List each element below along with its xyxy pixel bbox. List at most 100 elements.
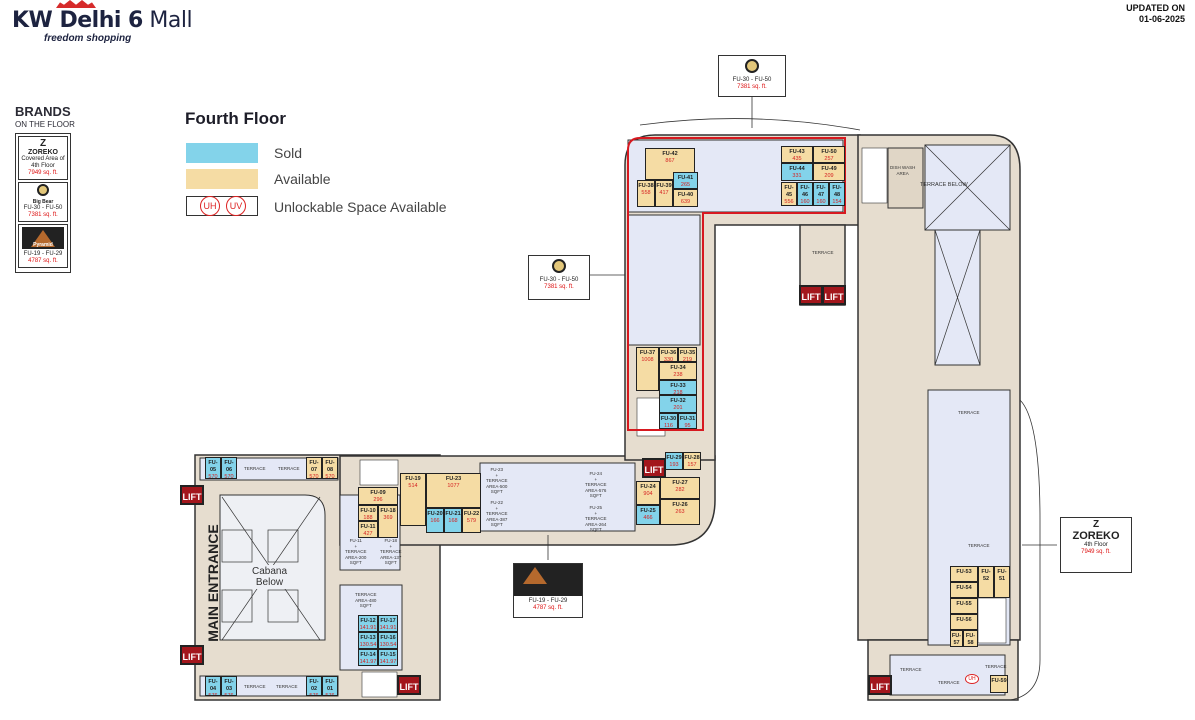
unit-label: FU-49 [821, 166, 837, 172]
unit-area: 296 [373, 497, 383, 503]
terrace-south-east [889, 654, 1006, 696]
callout-big-bear-left[interactable]: FU-30 - FU-50 7381 sq. ft. [528, 255, 590, 300]
unit-area: 514 [408, 483, 418, 489]
unit-fu-55[interactable]: FU-55 [950, 598, 978, 614]
fu11-terrace-label: FU-11 + TERRACE AREA-200 SQFT [345, 538, 367, 565]
unit-area: 193 [669, 462, 679, 468]
unit-area: 257 [824, 156, 834, 162]
big-bear-logo-icon [552, 259, 566, 273]
unit-fu-58[interactable]: FU-58 [963, 630, 978, 647]
callout-pyramid[interactable]: FU-19 - FU-29 4787 sq. ft. [513, 563, 583, 618]
unit-fu-57[interactable]: FU-57 [950, 630, 963, 647]
unit-fu-56[interactable]: FU-56 [950, 614, 978, 630]
unit-area: 219 [682, 357, 693, 362]
unit-label: FU-01 [325, 679, 335, 692]
floor-title: Fourth Floor [185, 109, 287, 128]
unit-label: FU-10 [360, 508, 376, 514]
callout-units: FU-30 - FU-50 [732, 77, 772, 83]
callout-big-bear-top[interactable]: FU-30 - FU-50 7381 sq. ft. [718, 55, 786, 97]
terrace-label: TERRACE [968, 543, 990, 548]
big-bear-outline [627, 137, 846, 431]
unit-area: 570 [208, 474, 218, 479]
unit-area: 218 [673, 390, 683, 395]
callout-zoreko[interactable]: Z ZOREKO 4th Floor 7949 sq. ft. [1060, 517, 1132, 573]
unit-area: 576 [224, 693, 234, 696]
unit-area: 201 [673, 405, 683, 411]
unit-label: FU-12 [360, 618, 376, 624]
logo-tagline: freedom shopping [44, 33, 132, 44]
unit-label: FU-54 [956, 585, 972, 591]
unit-label: FU-25 [640, 508, 656, 514]
terrace-below-label: TERRACE BELOW [920, 182, 968, 188]
unit-area: 141.91 [359, 625, 377, 631]
unit-area: 466 [643, 515, 653, 521]
unit-label: FU-39 [656, 183, 672, 189]
unit-fu-59[interactable]: FU-59 [990, 675, 1008, 693]
callout-area: 7949 sq. ft. [1081, 549, 1111, 555]
unit-fu-51[interactable]: FU-51 [994, 566, 1010, 598]
brand-card-zoreko[interactable]: Z ZOREKO Covered Area of 4th Floor 7949 … [18, 136, 68, 180]
terrace-label: TERRACE [276, 684, 298, 689]
unit-area: 238 [673, 372, 683, 378]
unit-label: FU-43 [789, 149, 805, 155]
unit-fu-52[interactable]: FU-52 [978, 566, 994, 598]
callout-arrows [547, 97, 1057, 701]
callout-floor: 4th Floor [1084, 542, 1108, 548]
brand-card-pyramid[interactable]: Pyramid FU-19 - FU-29 4787 sq. ft. [18, 224, 68, 268]
unit-fu-53[interactable]: FU-53 [950, 566, 978, 582]
unit-fu-54[interactable]: FU-54 [950, 582, 978, 598]
brand-card-big-bear[interactable]: Big Bear FU-30 - FU-50 7381 sq. ft. [18, 182, 68, 222]
callout-units: FU-19 - FU-29 [528, 598, 568, 604]
unit-label: FU-48 [832, 185, 842, 198]
